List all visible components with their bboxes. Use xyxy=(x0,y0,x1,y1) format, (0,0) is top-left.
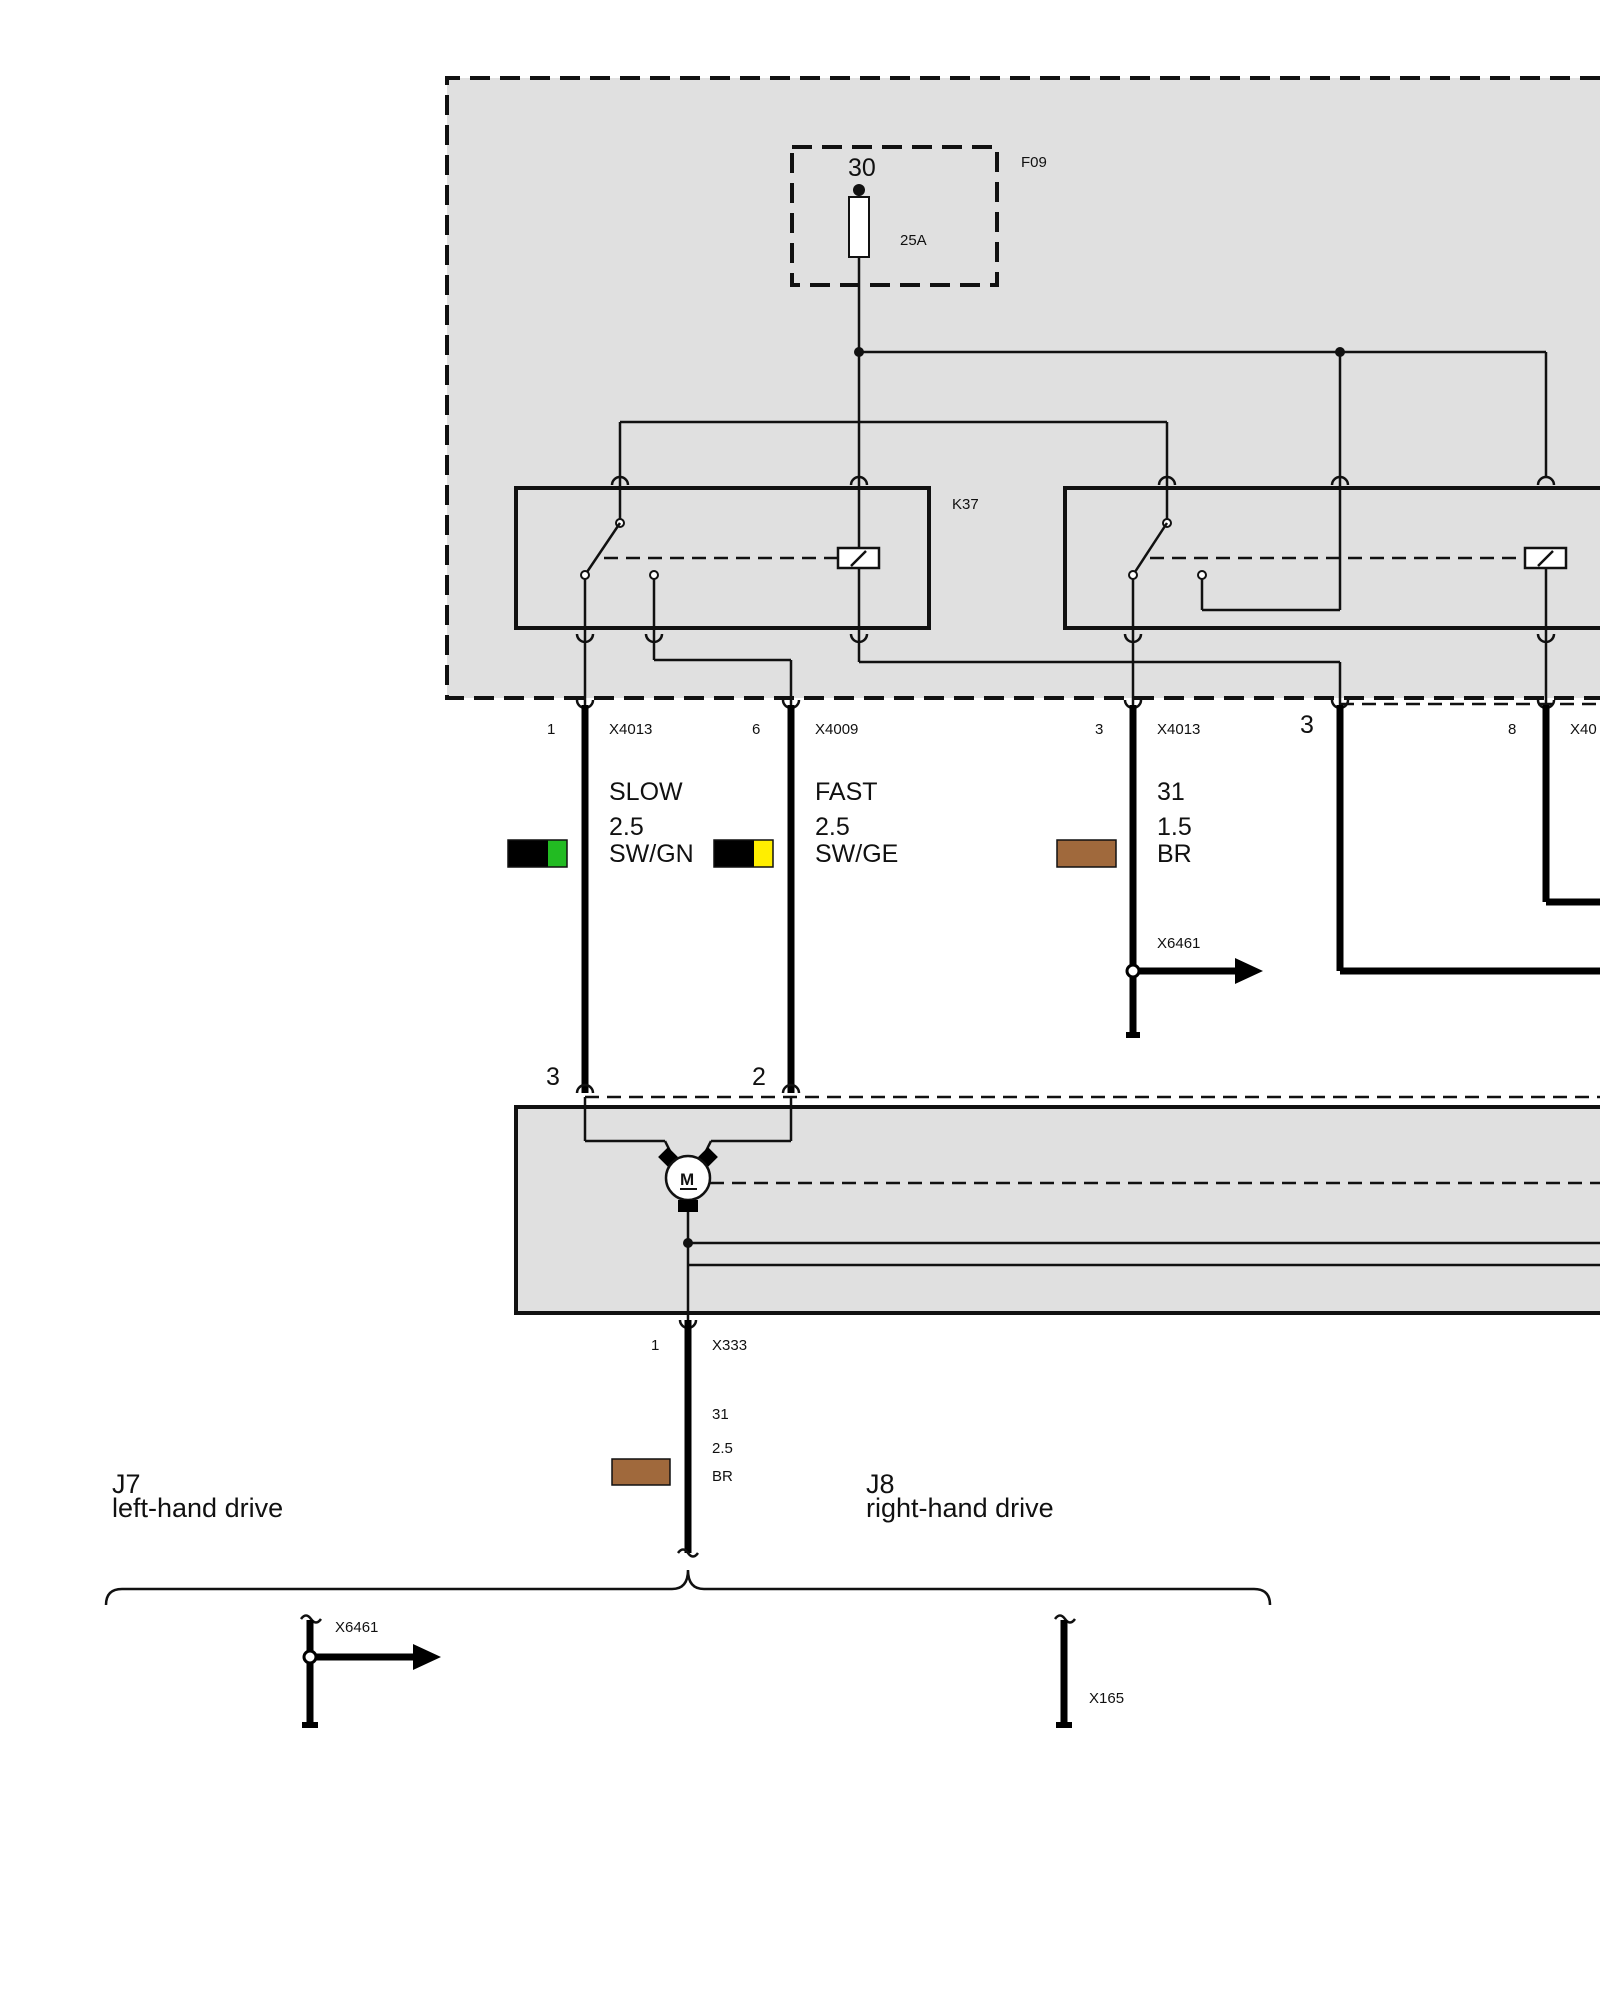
variant-j8: J8 right-hand drive X165 xyxy=(866,1469,1124,1728)
relay-right xyxy=(1063,475,1600,705)
variant-j8-code: J8 xyxy=(866,1469,895,1499)
motor-ground-color-code: BR xyxy=(712,1468,733,1485)
wire-right-b-connector: X40 xyxy=(1570,721,1597,738)
wire-ground-mid-splice: X6461 xyxy=(1157,935,1200,952)
wire-slow-color-swatch xyxy=(507,839,568,868)
variant-j7-splice: X6461 xyxy=(335,1619,378,1636)
wire-right-a-pin: 3 xyxy=(1300,711,1314,739)
variant-j8-label: right-hand drive xyxy=(866,1493,1054,1523)
wire-ground-mid: 3 X4013 31 1.5 BR X6461 xyxy=(1056,705,1263,1038)
motor-ground-signal: 31 xyxy=(712,1406,729,1423)
variant-j7-label: left-hand drive xyxy=(112,1493,283,1523)
wire-fast-connector: X4009 xyxy=(815,721,858,738)
wire-fast: 6 X4009 FAST 2.5 SW/GE xyxy=(713,705,898,1093)
motor-pin-slow: 3 xyxy=(546,1063,560,1091)
fuse-terminal-label: 30 xyxy=(848,154,876,182)
wire-right-b: 8 X40 xyxy=(1508,705,1600,906)
wire-ground-mid-size: 1.5 xyxy=(1157,813,1192,841)
motor-symbol: M xyxy=(658,1147,718,1212)
variant-j8-ground: X165 xyxy=(1089,1690,1124,1707)
motor-pin-fast: 2 xyxy=(752,1063,766,1091)
wire-ground-mid-signal: 31 xyxy=(1157,778,1185,806)
variant-brace xyxy=(104,1569,1272,1606)
wire-right-b-pin: 8 xyxy=(1508,721,1516,738)
wire-fast-color-code: SW/GE xyxy=(815,840,898,868)
fuse-relay-module xyxy=(445,76,1600,700)
relay-k37-label: K37 xyxy=(952,496,979,513)
wire-ground-mid-connector: X4013 xyxy=(1157,721,1200,738)
motor-module: 3 2 M xyxy=(514,1063,1600,1320)
wire-ground-mid-pin: 3 xyxy=(1095,721,1103,738)
fuse-rating-label: 25A xyxy=(900,232,927,249)
supply-rail xyxy=(618,347,1548,478)
wire-ground-mid-color-swatch xyxy=(1056,839,1117,868)
internal-routing xyxy=(583,640,1600,706)
motor-ground-pin: 1 xyxy=(651,1337,659,1354)
fuse-f09: 30 F09 25A xyxy=(790,145,1047,352)
motor-ground-size: 2.5 xyxy=(712,1440,733,1457)
wire-slow-size: 2.5 xyxy=(609,813,644,841)
wire-motor-ground: 1 X333 31 2.5 BR xyxy=(611,1319,747,1558)
variant-j7: J7 left-hand drive X6461 xyxy=(112,1469,441,1728)
motor-ground-color-swatch xyxy=(611,1458,671,1486)
fuse-id-label: F09 xyxy=(1021,154,1047,171)
wire-ground-mid-color-code: BR xyxy=(1157,840,1192,868)
wire-slow: 1 X4013 SLOW 2.5 SW/GN xyxy=(507,705,694,1093)
wire-slow-signal: SLOW xyxy=(609,778,683,806)
wire-fast-pin: 6 xyxy=(752,721,760,738)
wire-slow-connector: X4013 xyxy=(609,721,652,738)
wire-right-a: 3 xyxy=(1300,705,1600,975)
wire-fast-signal: FAST xyxy=(815,778,878,806)
relay-k37: K37 xyxy=(514,475,979,644)
variant-j7-code: J7 xyxy=(112,1469,141,1499)
wire-slow-pin: 1 xyxy=(547,721,555,738)
motor-symbol-label: M xyxy=(680,1170,694,1189)
wire-slow-color-code: SW/GN xyxy=(609,840,694,868)
wire-fast-color-swatch xyxy=(713,839,774,868)
motor-ground-connector: X333 xyxy=(712,1337,747,1354)
wire-fast-size: 2.5 xyxy=(815,813,850,841)
